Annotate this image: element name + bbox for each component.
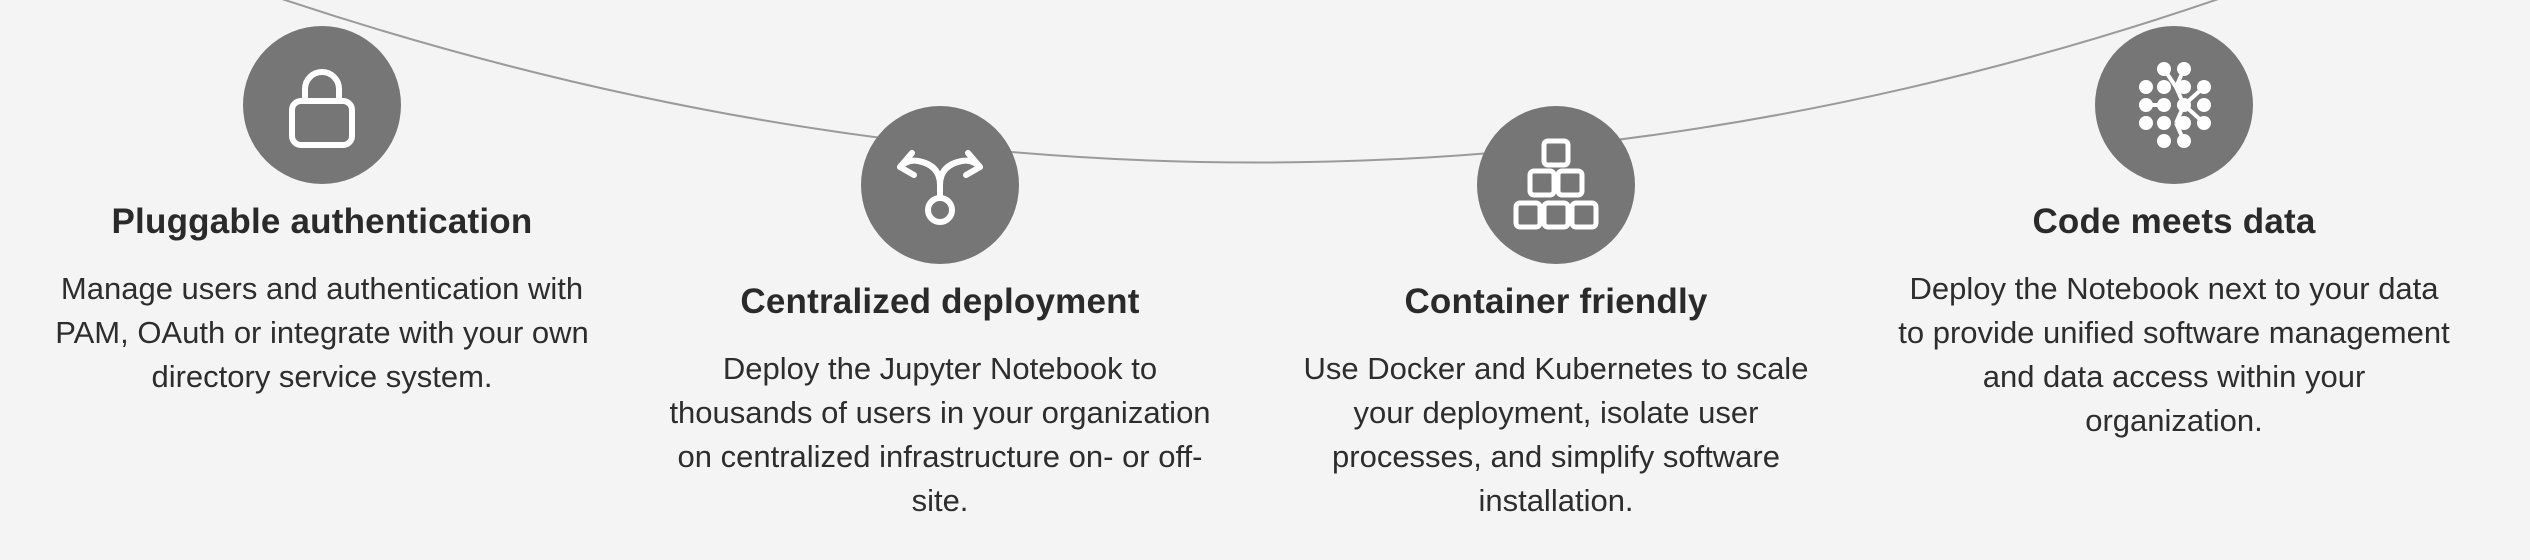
feature-icon-circle: [243, 26, 401, 184]
feature-description: Deploy the Notebook next to your data to…: [1898, 271, 2450, 438]
data-network-icon: [2139, 62, 2211, 148]
container-stack-icon: [1513, 138, 1599, 230]
feature-centralized-deployment: Centralized deployment Deploy the Jupyte…: [640, 0, 1240, 560]
feature-title: Centralized deployment: [740, 282, 1140, 321]
feature-title: Pluggable authentication: [111, 202, 533, 241]
feature-description: Manage users and authentication with PAM…: [55, 271, 589, 394]
feature-description: Deploy the Jupyter Notebook to thousands…: [669, 351, 1211, 518]
feature-code-meets-data: Code meets data Deploy the Notebook next…: [1874, 0, 2474, 560]
feature-title: Code meets data: [2032, 202, 2316, 241]
lock-icon: [289, 69, 355, 148]
feature-container-friendly: Container friendly Use Docker and Kubern…: [1256, 0, 1856, 560]
feature-icon-circle: [1477, 106, 1635, 264]
feature-description: Use Docker and Kubernetes to scale your …: [1303, 351, 1809, 518]
feature-icon-circle: [2095, 26, 2253, 184]
feature-pluggable-authentication: Pluggable authentication Manage users an…: [22, 0, 622, 560]
fork-arrows-icon: [897, 150, 983, 225]
feature-title: Container friendly: [1404, 282, 1708, 321]
feature-icon-circle: [861, 106, 1019, 264]
